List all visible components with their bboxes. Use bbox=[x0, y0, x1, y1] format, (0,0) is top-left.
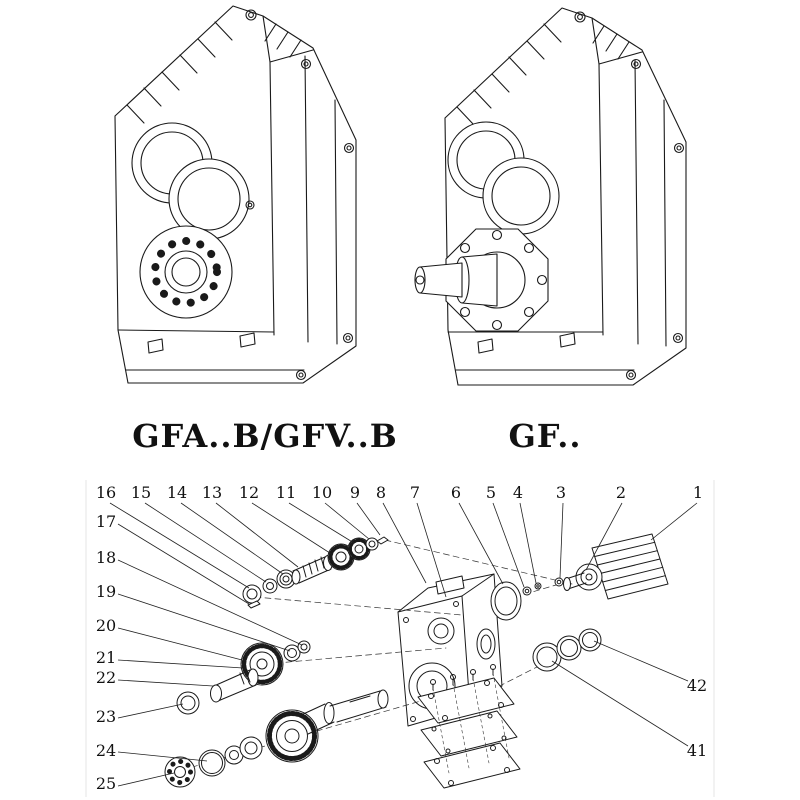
part-ring-41 bbox=[532, 642, 562, 672]
bolt-axis-lines bbox=[432, 672, 510, 774]
leader-lines bbox=[109, 502, 698, 787]
part-gasket-plate bbox=[420, 710, 518, 757]
exploded-view-drawing bbox=[164, 533, 669, 789]
callout-16: 16 bbox=[96, 483, 116, 502]
gearbox-flange-drawing bbox=[414, 7, 687, 386]
part-input-shaft-2 bbox=[563, 572, 587, 591]
callout-41: 41 bbox=[687, 741, 707, 760]
callout-42: 42 bbox=[687, 676, 707, 695]
part-pin-3 bbox=[554, 577, 564, 587]
callout-23: 23 bbox=[96, 707, 116, 726]
part-ring-23 bbox=[176, 691, 200, 715]
callout-5: 5 bbox=[486, 483, 496, 502]
callout-numbers: 16 15 14 13 12 11 10 9 8 7 6 5 4 3 2 1 1… bbox=[96, 483, 707, 793]
part-plug-4 bbox=[534, 582, 542, 590]
part-gear-20 bbox=[240, 642, 284, 686]
part-bearing-14 bbox=[276, 569, 296, 589]
part-gasket-6 bbox=[490, 581, 522, 621]
callout-10: 10 bbox=[312, 483, 332, 502]
callout-11: 11 bbox=[276, 483, 296, 502]
part-pinion-shaft-22 bbox=[210, 668, 259, 703]
callout-25: 25 bbox=[96, 774, 116, 793]
gearbox-shaft-mounted-drawing bbox=[114, 5, 357, 384]
callout-9: 9 bbox=[350, 483, 360, 502]
callout-13: 13 bbox=[202, 483, 222, 502]
model-label-left: GFA..B/GFV..B bbox=[132, 417, 398, 455]
callout-7: 7 bbox=[410, 483, 420, 502]
part-output-shaft bbox=[329, 689, 389, 723]
part-key-9 bbox=[376, 536, 389, 545]
part-output-gear bbox=[265, 702, 335, 763]
callout-21: 21 bbox=[96, 648, 116, 667]
part-gear-12 bbox=[327, 543, 355, 571]
part-base-plate bbox=[423, 742, 521, 789]
part-ring-middle bbox=[556, 635, 582, 661]
part-input-adapter-1 bbox=[575, 533, 669, 600]
callout-1: 1 bbox=[693, 483, 703, 502]
callout-24: 24 bbox=[96, 741, 116, 760]
part-ring-15 bbox=[262, 578, 278, 594]
part-bolt-5 bbox=[522, 586, 532, 596]
callout-14: 14 bbox=[167, 483, 187, 502]
part-snap-ring-24 bbox=[198, 749, 226, 777]
part-washer-16 bbox=[242, 584, 262, 604]
part-ring-19 bbox=[283, 644, 301, 662]
callout-19: 19 bbox=[96, 582, 116, 601]
callout-8: 8 bbox=[376, 483, 386, 502]
part-key-17 bbox=[247, 600, 261, 609]
part-ring-42 bbox=[578, 628, 602, 652]
callout-2: 2 bbox=[616, 483, 626, 502]
part-ring-10 bbox=[365, 537, 379, 551]
callout-18: 18 bbox=[96, 548, 116, 567]
part-cover-plate bbox=[417, 677, 515, 724]
callout-6: 6 bbox=[451, 483, 461, 502]
part-ring-lower bbox=[239, 736, 263, 760]
callout-12: 12 bbox=[239, 483, 259, 502]
part-pinion-shaft-13 bbox=[291, 555, 333, 585]
callout-22: 22 bbox=[96, 668, 116, 687]
part-ring-18 bbox=[297, 640, 311, 654]
model-label-right: GF.. bbox=[508, 417, 581, 455]
callout-15: 15 bbox=[131, 483, 151, 502]
callout-17: 17 bbox=[96, 512, 116, 531]
callout-20: 20 bbox=[96, 616, 116, 635]
callout-4: 4 bbox=[513, 483, 523, 502]
part-bearing-25 bbox=[164, 756, 196, 788]
callout-3: 3 bbox=[556, 483, 566, 502]
